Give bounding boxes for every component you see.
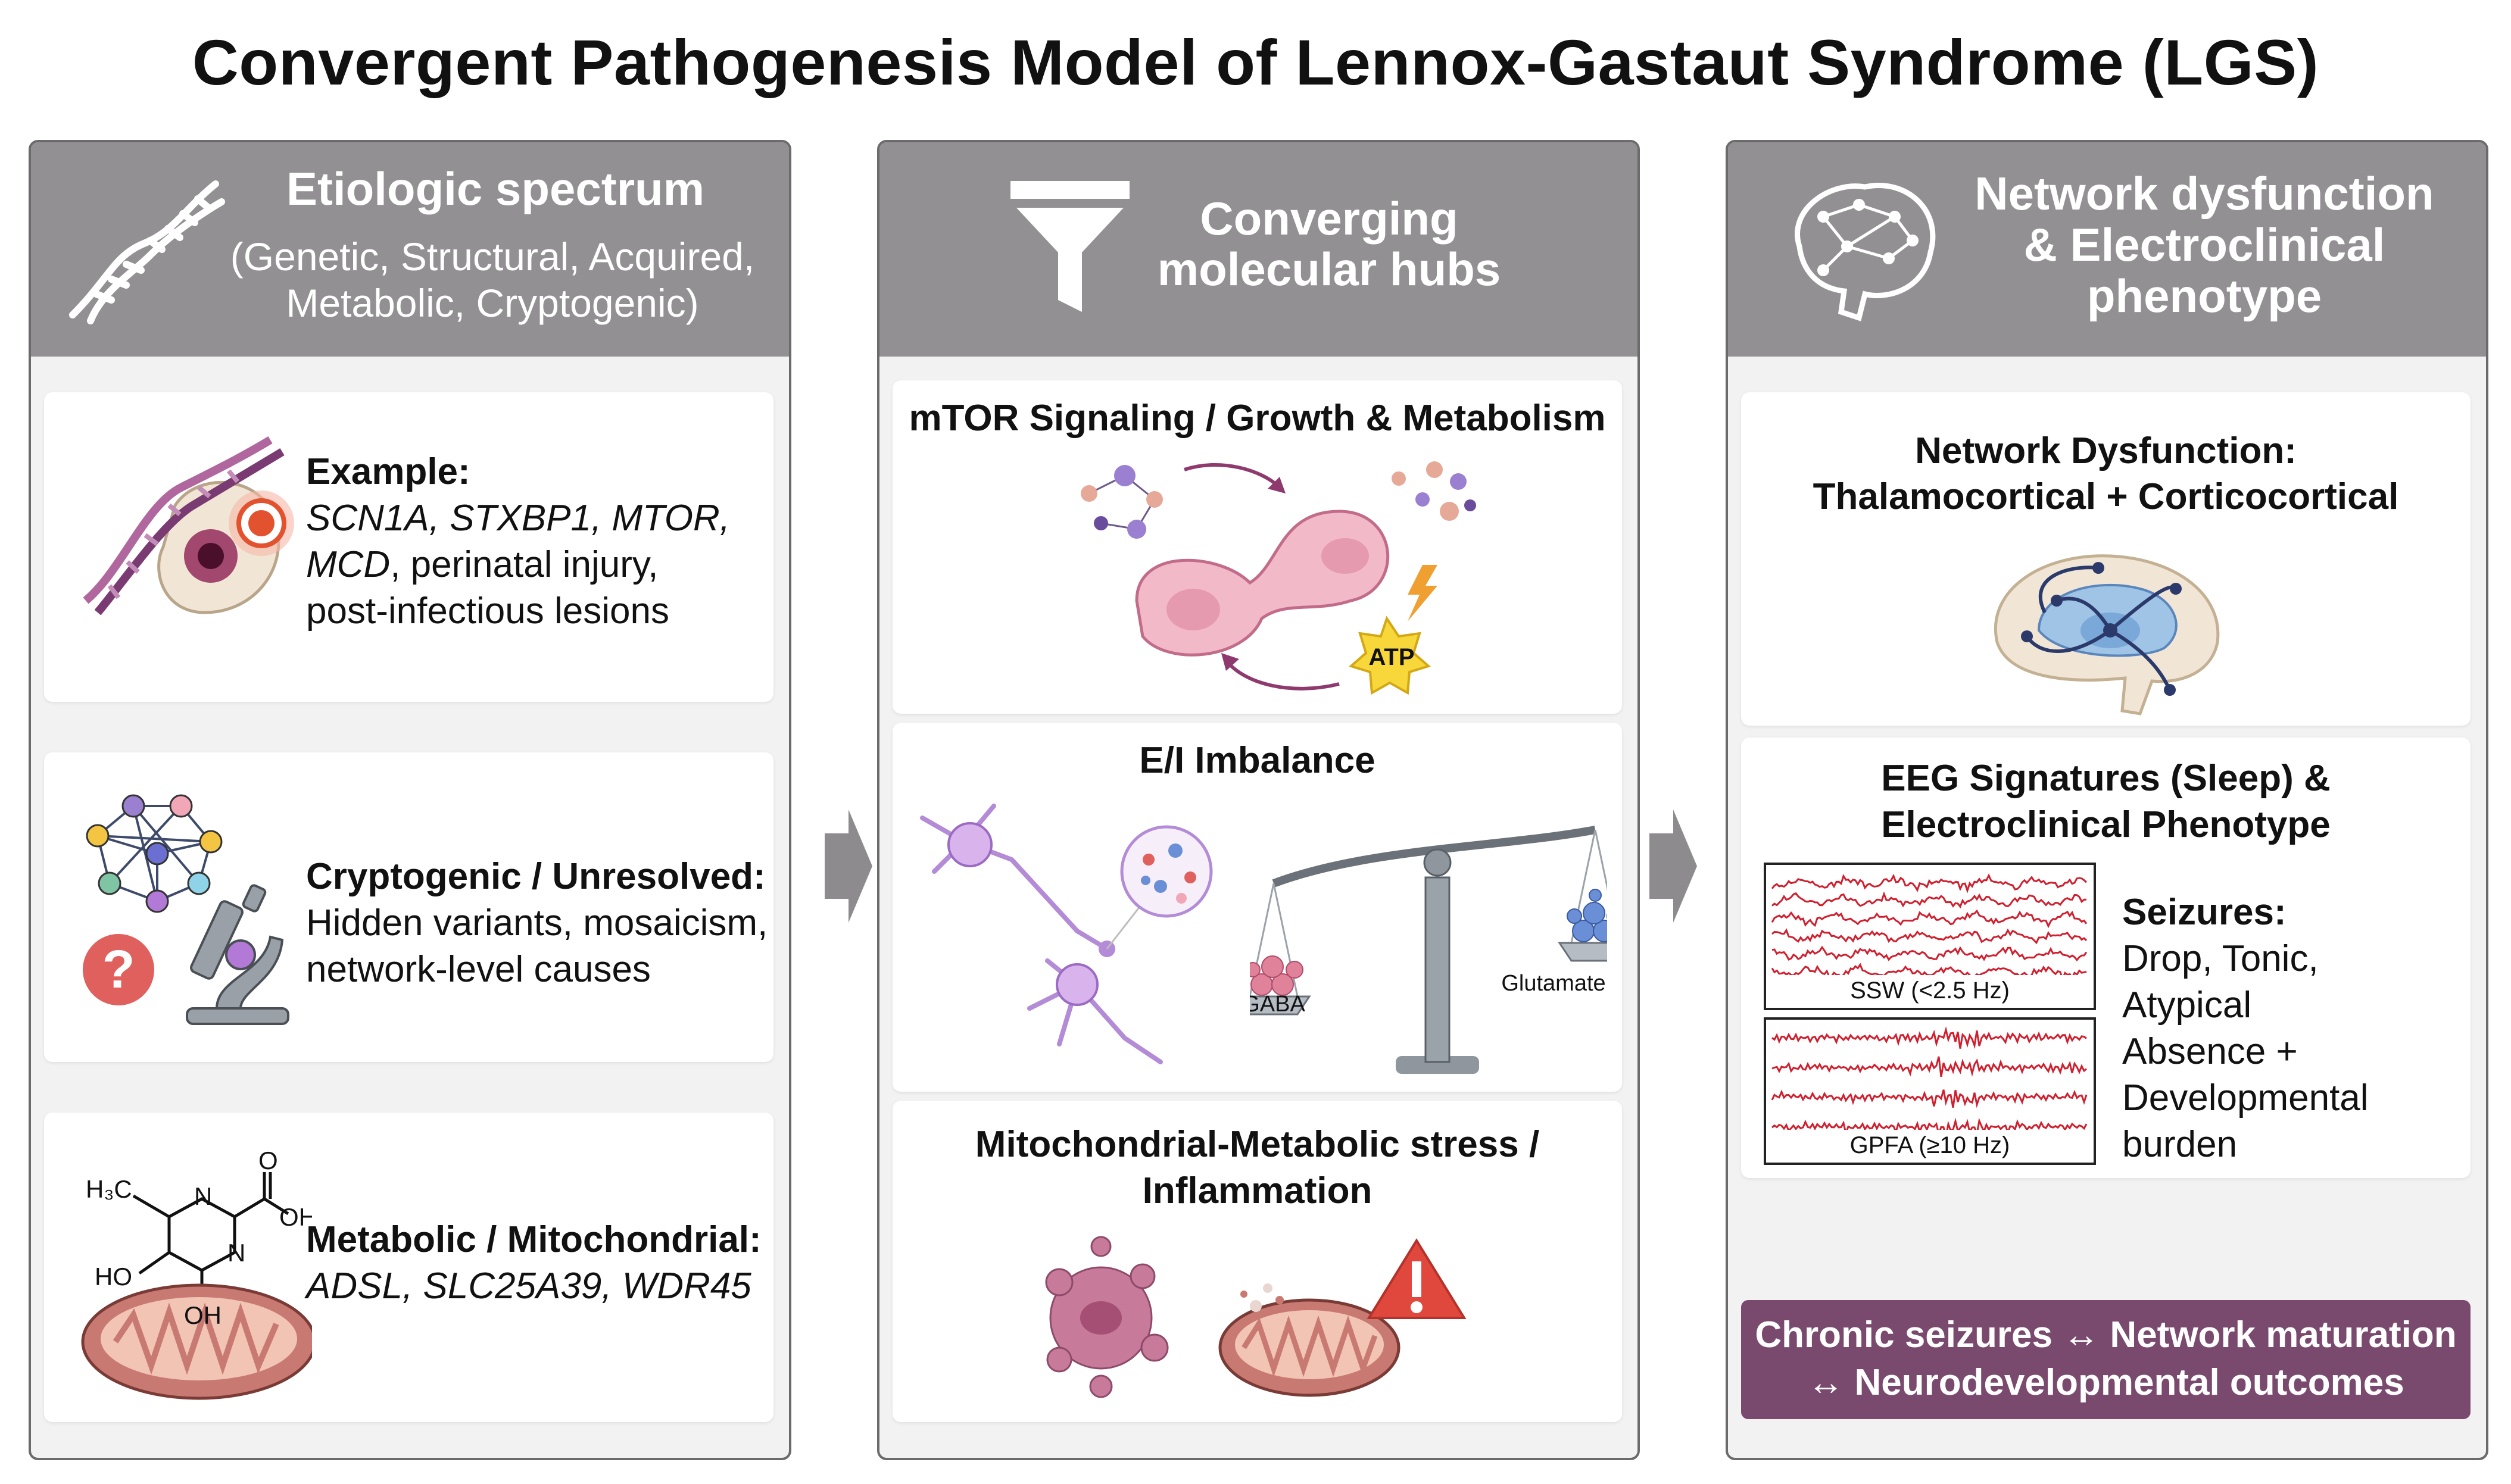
mito-title-2: Inflammation — [1142, 1170, 1373, 1211]
thalamocortical-brain-icon — [1994, 554, 2220, 716]
chem-n2: N — [227, 1239, 245, 1267]
eeg-channel — [1771, 873, 2088, 893]
etiology-heading: Etiologic spectrum — [286, 163, 705, 215]
ssw-trace — [1771, 873, 2088, 975]
eeg-channel — [1771, 1117, 2088, 1130]
cell-growth-icon: ATP — [1081, 461, 1476, 695]
seizures-label: Seizures: — [2122, 892, 2287, 933]
glutamate-label: Glutamate — [1501, 971, 1605, 996]
eeg-channel — [1771, 1089, 2088, 1108]
metabolic-label: Metabolic / Mitochondrial: — [306, 1219, 762, 1260]
mito-title-1: Mitochondrial-Metabolic stress / — [975, 1124, 1540, 1165]
network-panel: Network dysfunction & Electroclinical ph… — [1726, 140, 2488, 1460]
gaba-label: GABA — [1250, 992, 1305, 1017]
eeg-title-2: Electroclinical Phenotype — [1881, 804, 2331, 845]
example-mcd: MCD — [306, 544, 391, 585]
mito-stress-card: Mitochondrial-Metabolic stress / Inflamm… — [893, 1101, 1622, 1422]
etiology-subheading-2: Metabolic, Cryptogenic) — [286, 281, 699, 325]
dna-brain-icon — [83, 436, 294, 616]
ei-card: E/I Imbalance — [893, 723, 1622, 1092]
cryptogenic-label: Cryptogenic / Unresolved: — [306, 856, 766, 897]
eeg-title-1: EEG Signatures (Sleep) & — [1881, 758, 2331, 799]
chem-oh2: OH — [184, 1301, 222, 1329]
network-microscope-icon: ? — [83, 794, 289, 1025]
molecular-hubs-panel: Converging molecular hubs mTOR Signaling… — [877, 140, 1640, 1460]
svg-text:?: ? — [102, 940, 135, 999]
mtor-title: mTOR Signaling / Growth & Metabolism — [909, 398, 1606, 439]
cryptogenic-line1: Hidden variants, mosaicism, — [306, 902, 768, 943]
network-dysfunction-card: Network Dysfunction: Thalamocortical + C… — [1741, 392, 2471, 726]
network-heading-2: & Electroclinical — [2023, 218, 2385, 271]
etiology-panel: Etiologic spectrum (Genetic, Structural,… — [29, 140, 791, 1460]
hubs-heading-2: molecular hubs — [1157, 243, 1501, 295]
hubs-heading-1: Converging — [1200, 192, 1458, 245]
eeg-channel — [1771, 1056, 2087, 1077]
atp-label: ATP — [1368, 644, 1414, 670]
etiology-subheading-1: (Genetic, Structural, Acquired, — [230, 235, 755, 279]
cryptogenic-line2: network-level causes — [306, 949, 651, 990]
scale-icon: GABA Glutamate — [1250, 826, 1607, 1074]
flow-arrow-2 — [1649, 810, 1697, 923]
metabolic-card: H₃C N N O OH HO OH Metabolic / Mitochond… — [44, 1113, 773, 1422]
gpfa-trace — [1771, 1026, 2088, 1130]
etiology-header: Etiologic spectrum (Genetic, Structural,… — [31, 142, 789, 357]
outcomes-line-2: ↔ Neurodevelopmental outcomes — [1807, 1362, 2404, 1403]
seizures-line-4: burden — [2122, 1124, 2238, 1165]
neurons-icon — [920, 804, 1213, 1064]
brain-network-icon — [1795, 183, 1936, 321]
molecular-hubs-header: Converging molecular hubs — [879, 142, 1637, 357]
chem-n1: N — [194, 1182, 212, 1210]
eeg-channel — [1771, 945, 2088, 962]
eeg-channel — [1771, 963, 2087, 975]
page-title: Convergent Pathogenesis Model of Lennox-… — [192, 26, 2319, 98]
mtor-card: mTOR Signaling / Growth & Metabolism ATP — [893, 380, 1622, 714]
eeg-card: EEG Signatures (Sleep) & Electroclinical… — [1741, 738, 2471, 1178]
seizures-line-2: Absence + — [2122, 1031, 2298, 1072]
outcomes-banner: Chronic seizures ↔ Network maturation ↔ … — [1741, 1300, 2471, 1419]
eeg-channel — [1771, 1026, 2087, 1049]
chem-ho: HO — [95, 1263, 132, 1291]
gpfa-trace-box: GPFA (≥10 Hz) — [1764, 1017, 2096, 1165]
ei-title: E/I Imbalance — [1139, 740, 1375, 781]
eeg-channel — [1771, 891, 2086, 909]
ssw-trace-box: SSW (<2.5 Hz) — [1764, 863, 2096, 1010]
metabolic-genes: ADSL, SLC25A39, WDR45 — [306, 1266, 751, 1307]
example-label: Example: — [306, 451, 470, 492]
seizures-line-1: Drop, Tonic, Atypical — [2122, 938, 2319, 1026]
network-heading-1: Network dysfunction — [1975, 167, 2434, 220]
network-header: Network dysfunction & Electroclinical ph… — [1728, 142, 2486, 357]
dna-icon — [69, 180, 225, 324]
network-dysfunction-title-1: Network Dysfunction: — [1915, 430, 2297, 471]
network-dysfunction-title-2: Thalamocortical + Corticocortical — [1813, 476, 2399, 517]
pyrimidine-mitochondrion-icon: H₃C N N O OH HO OH — [81, 1146, 312, 1400]
inflammation-mito-icon — [1045, 1236, 1467, 1398]
example-line3: post-infectious lesions — [306, 591, 669, 632]
funnel-icon — [1010, 181, 1130, 312]
chem-h3c: H₃C — [86, 1175, 132, 1203]
gpfa-label: GPFA (≥10 Hz) — [1849, 1132, 2010, 1158]
example-line2-rest: , perinatal injury, — [390, 544, 659, 585]
outcomes-line-1: Chronic seizures ↔ Network maturation — [1755, 1314, 2457, 1355]
cryptogenic-card: ? Cryptogenic / Unresolved: Hidden varia… — [44, 752, 773, 1062]
eeg-channel — [1771, 928, 2088, 945]
example-card: Example: SCN1A, STXBP1, MTOR, MCD, perin… — [44, 392, 773, 702]
seizures-line-3: Developmental — [2122, 1077, 2369, 1119]
ssw-label: SSW (<2.5 Hz) — [1850, 977, 2010, 1004]
example-line2: MCD, perinatal injury, — [306, 542, 771, 588]
chem-o: O — [258, 1146, 278, 1174]
chem-oh1: OH — [279, 1203, 312, 1231]
eeg-channel — [1771, 909, 2088, 929]
network-heading-3: phenotype — [2086, 270, 2322, 322]
flow-arrow-1 — [825, 810, 872, 923]
example-genes: SCN1A, STXBP1, MTOR, — [306, 498, 731, 539]
